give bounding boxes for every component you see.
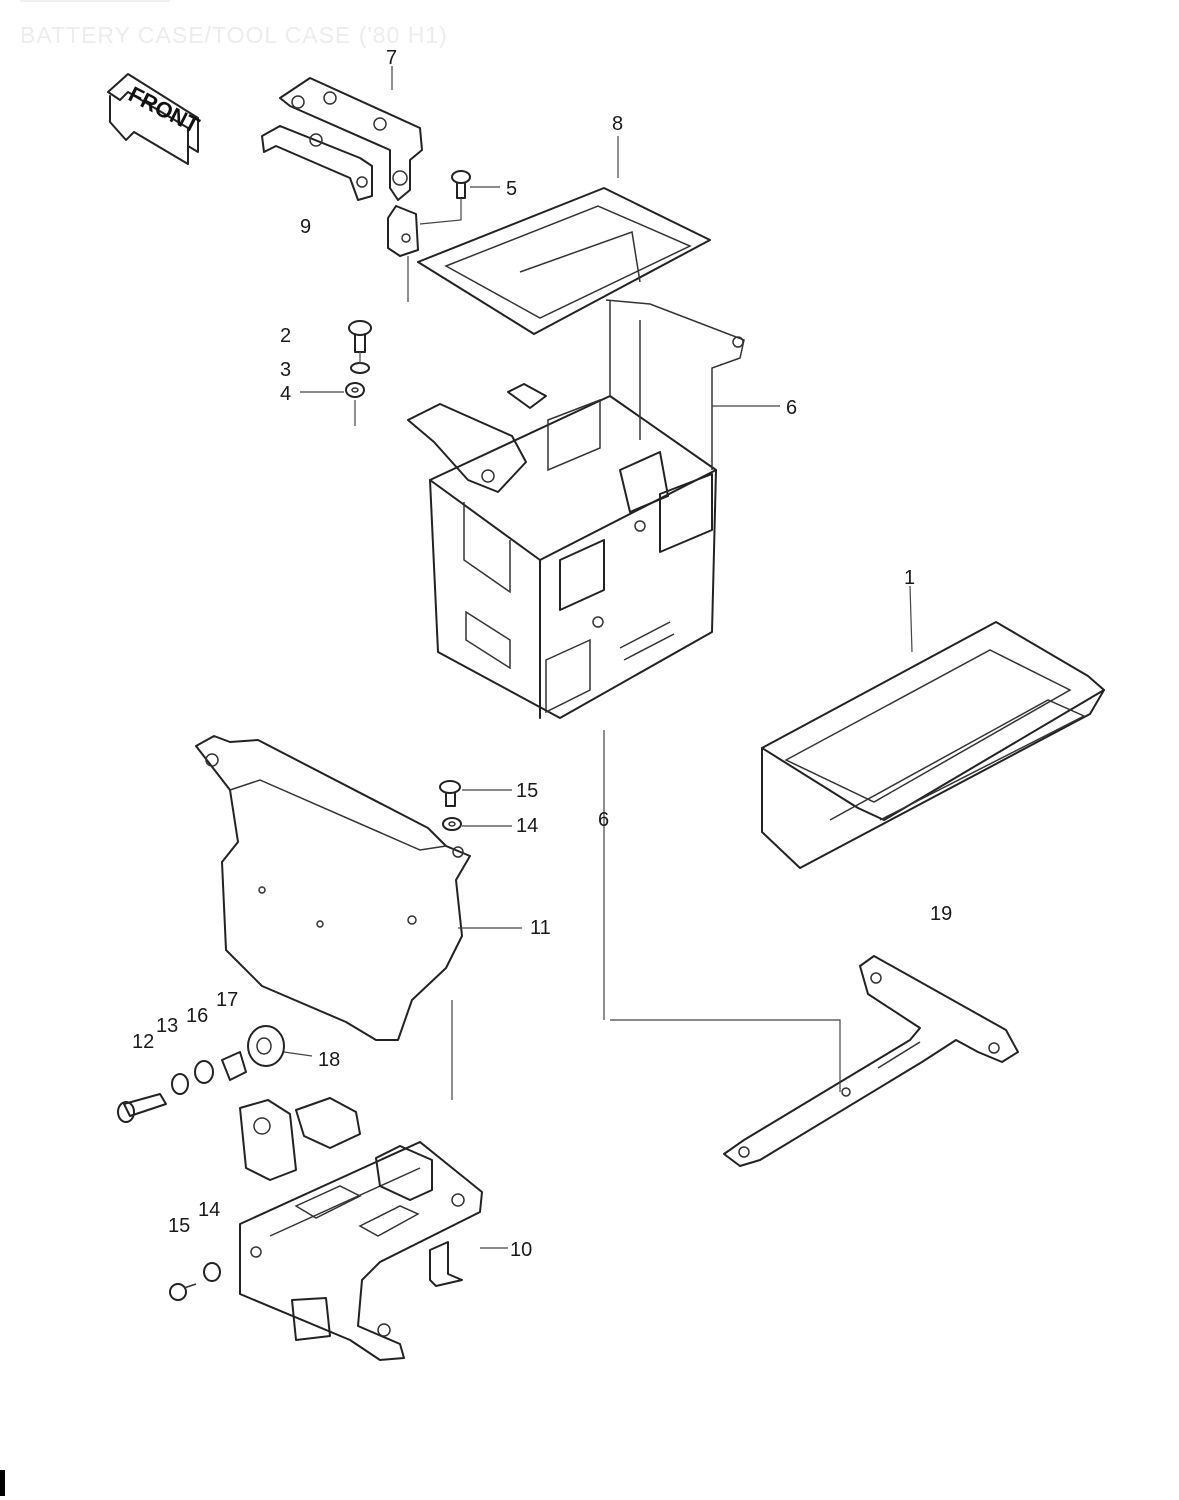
callout-15-lower: 15 — [168, 1215, 190, 1237]
edge-mark — [0, 1470, 5, 1496]
callout-5: 5 — [506, 178, 517, 200]
callout-3: 3 — [280, 359, 291, 381]
part-9-bracket — [261, 125, 373, 201]
part-17-collar — [221, 1051, 247, 1081]
part-16-collar — [194, 1060, 214, 1084]
part-18-grommet — [247, 1025, 285, 1067]
callout-13: 13 — [156, 1015, 178, 1037]
part-13-washer — [171, 1073, 189, 1095]
part-5-screw — [451, 170, 471, 199]
page-title: BATTERY CASE/TOOL CASE ('80 H1) — [20, 22, 448, 48]
callout-15: 15 — [516, 780, 538, 802]
part-8-battery-pad — [417, 187, 711, 335]
part-12-bolt — [117, 1093, 167, 1123]
callout-12: 12 — [132, 1031, 154, 1053]
callout-4: 4 — [280, 383, 291, 405]
callout-14: 14 — [516, 815, 538, 837]
callout-18: 18 — [318, 1049, 340, 1071]
part-10-mounting-bracket — [239, 1097, 483, 1361]
callout-11: 11 — [530, 917, 551, 939]
top-rule — [20, 0, 170, 2]
callout-2: 2 — [280, 325, 291, 347]
part-2-bolt — [348, 320, 372, 353]
clip-part — [387, 205, 419, 257]
callout-9: 9 — [300, 216, 311, 238]
part-4-washer — [345, 382, 365, 398]
part-7-bracket — [279, 77, 423, 201]
callout-7: 7 — [386, 47, 397, 69]
callout-labels: 7 8 5 9 2 3 4 6 1 15 14 6 11 19 12 13 16… — [132, 47, 952, 1261]
leader-lines — [283, 66, 913, 1249]
part-6-battery-case — [407, 299, 745, 719]
part-15-screw — [439, 780, 461, 807]
part-3-washer — [350, 362, 370, 374]
front-label: FRONT — [125, 81, 204, 138]
callout-6: 6 — [786, 397, 797, 419]
part-11-side-cover — [195, 735, 471, 1041]
part-14-washer — [442, 817, 462, 831]
front-arrow-badge: FRONT — [107, 73, 204, 165]
callout-16: 16 — [186, 1005, 208, 1027]
callout-1: 1 — [904, 567, 915, 589]
callout-8: 8 — [612, 113, 623, 135]
part-1-tool-case — [761, 621, 1105, 869]
callout-6-secondary: 6 — [598, 809, 609, 831]
part-19-bracket — [723, 955, 1019, 1167]
part-15-screw-lower — [169, 1283, 197, 1301]
part-14-washer-lower — [203, 1262, 221, 1282]
callout-14-lower: 14 — [198, 1199, 220, 1221]
callout-19: 19 — [930, 903, 952, 925]
callout-10: 10 — [510, 1239, 532, 1261]
callout-17: 17 — [216, 989, 238, 1011]
